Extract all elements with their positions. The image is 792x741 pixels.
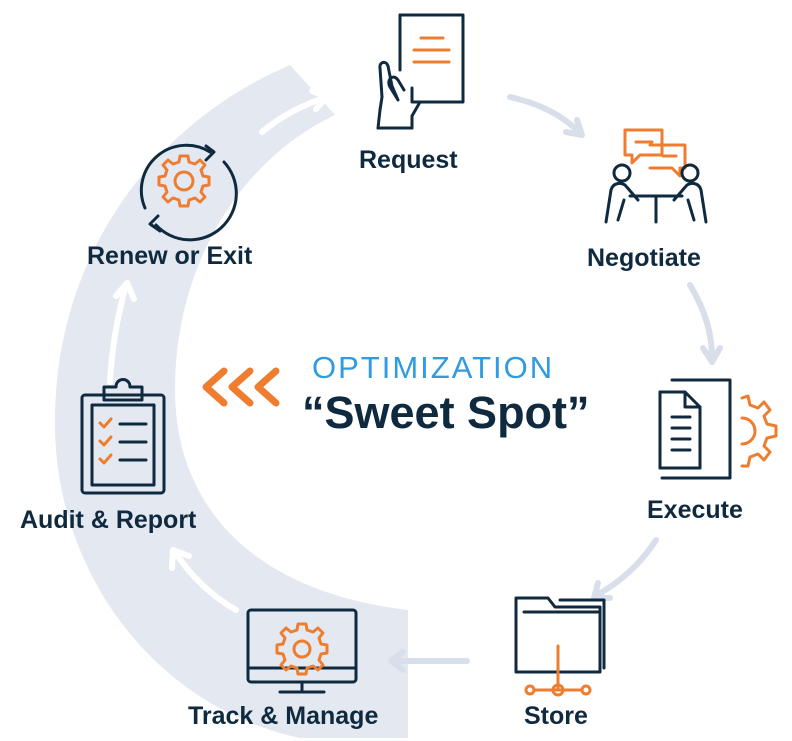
arrowhead-audit-renew xyxy=(113,280,137,302)
step-label-request: Request xyxy=(359,146,458,174)
optimization-kicker: OPTIMIZATION xyxy=(312,350,555,385)
arrow-track-audit xyxy=(172,549,239,613)
arrow-request-negotiate xyxy=(507,94,583,136)
arrowhead-execute-store xyxy=(591,580,613,601)
arrow-execute-store xyxy=(594,537,659,598)
sweet-spot-title: “Sweet Spot” xyxy=(302,387,590,438)
step-label-store: Store xyxy=(524,702,588,730)
document-gear-icon xyxy=(658,378,778,480)
step-label-negotiate: Negotiate xyxy=(587,244,701,272)
step-label-audit-report: Audit & Report xyxy=(20,506,197,534)
chevrons-left-icon xyxy=(202,367,280,407)
meeting-chat-icon xyxy=(604,128,708,224)
arrow-negotiate-execute xyxy=(687,282,715,361)
step-label-execute: Execute xyxy=(647,496,743,524)
arrowhead-negotiate-execute xyxy=(700,345,723,365)
arrowhead-request-negotiate xyxy=(563,117,585,138)
arrowhead-store-track xyxy=(388,649,406,673)
document-hand-icon xyxy=(376,13,465,130)
monitor-gear-icon xyxy=(246,608,358,694)
clipboard-checklist-icon xyxy=(80,378,166,495)
arrow-renew-request xyxy=(259,95,327,135)
folder-network-icon xyxy=(514,596,606,697)
arrowhead-track-audit xyxy=(169,547,192,571)
optimization-band xyxy=(54,65,408,738)
arrow-audit-renew xyxy=(107,282,129,385)
arrowhead-renew-request xyxy=(309,88,330,112)
gear-cycle-icon xyxy=(139,143,238,242)
step-label-renew-exit: Renew or Exit xyxy=(87,242,253,270)
step-label-track-manage: Track & Manage xyxy=(188,702,379,730)
